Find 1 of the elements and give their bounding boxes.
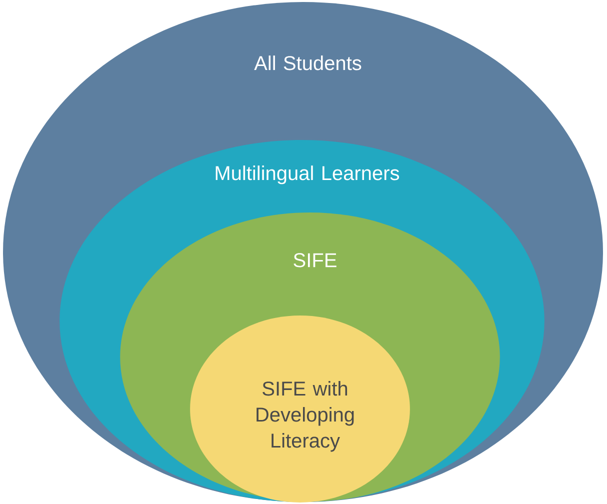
ellipse-region: SIFE with Developing Literacy: [190, 316, 410, 502]
